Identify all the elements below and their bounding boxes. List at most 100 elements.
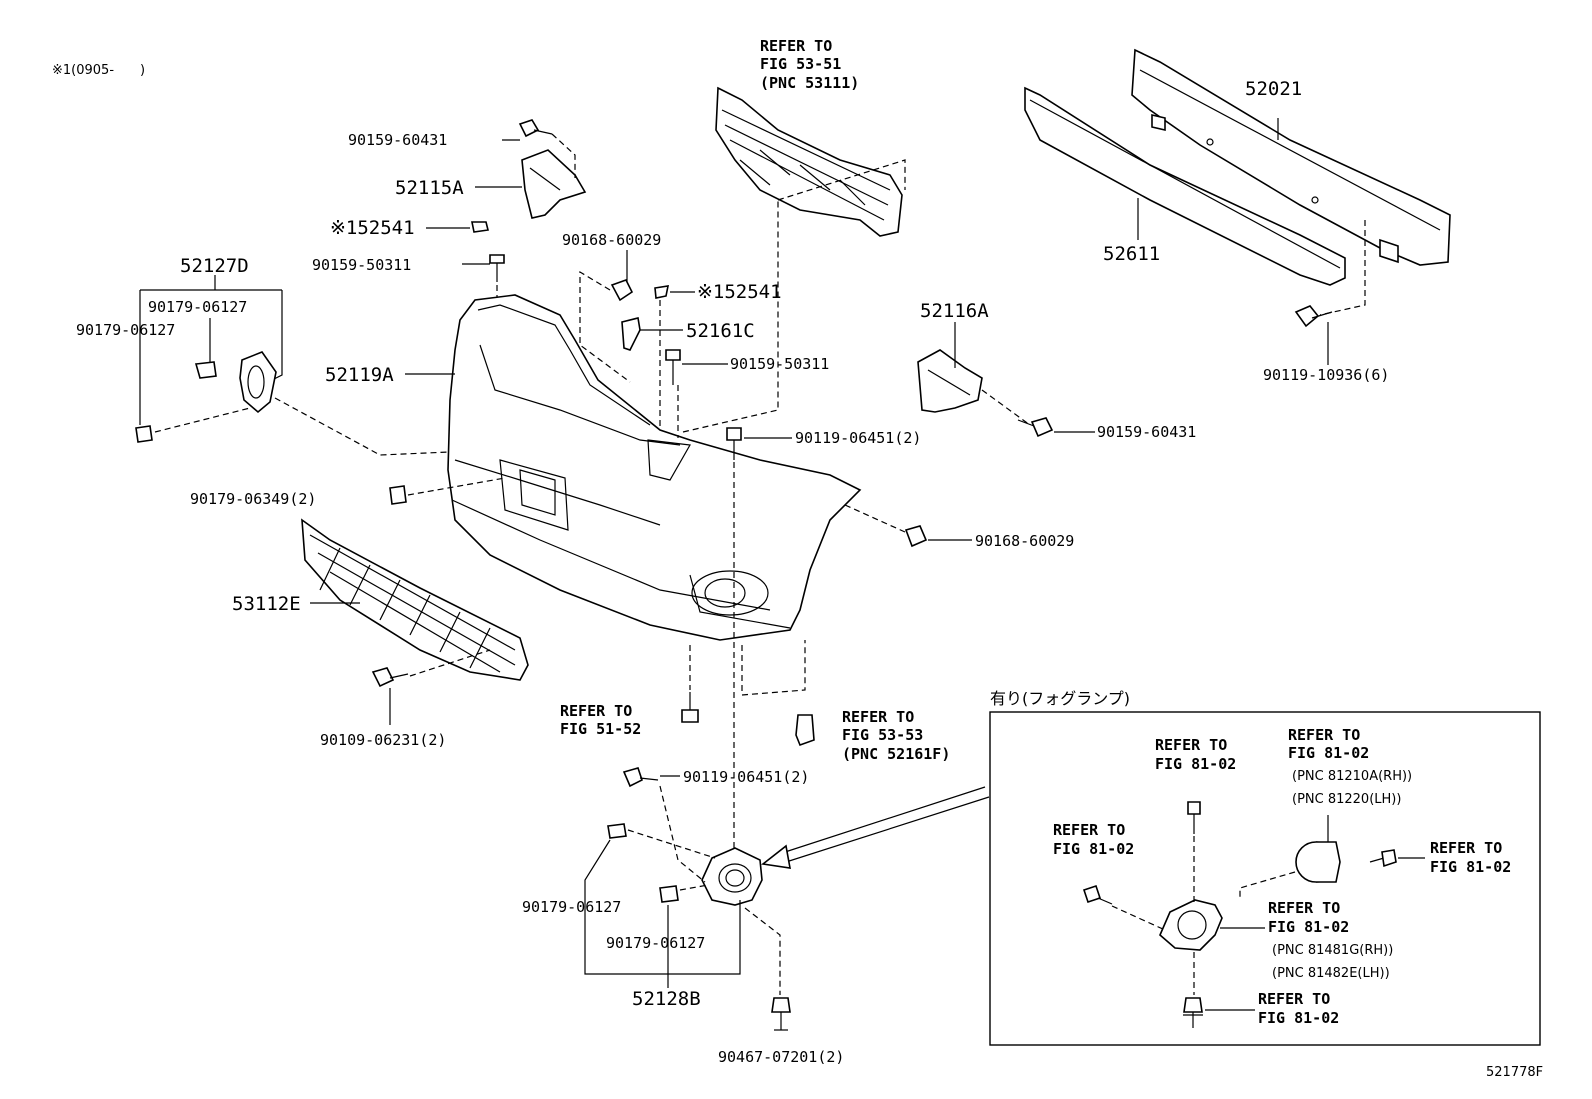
- label-90109-06231: 90109-06231(2): [320, 731, 446, 749]
- label-52119A: 52119A: [325, 364, 394, 386]
- bumper-cover-52119A-drawing: [447, 294, 862, 641]
- label-90179-06349: 90179-06349(2): [190, 490, 316, 508]
- svg-text:FIG 51-52: FIG 51-52: [560, 720, 641, 738]
- label-90119-10936: 90119-10936(6): [1263, 366, 1389, 384]
- pnc-lamp-rh: (PNC 81210A(RH)): [1292, 769, 1412, 784]
- refer-inset-bracket: REFER TO FIG 81-02 (PNC 81481G(RH)) (PNC…: [1268, 899, 1393, 981]
- dash-52127D-bumper: [274, 397, 451, 456]
- inset-title: 有り(フォグランプ): [990, 689, 1130, 708]
- svg-text:REFER TO: REFER TO: [1268, 899, 1340, 917]
- refer-inset-right: REFER TO FIG 81-02: [1430, 839, 1511, 876]
- inset-clip-bottom-drawing: [1183, 997, 1203, 1028]
- clip-90168-60029-top-drawing: [610, 279, 634, 302]
- pnc-bracket-lh: (PNC 81482E(LH)): [1272, 966, 1390, 981]
- inset-fog-lamp-drawing: [1295, 841, 1341, 883]
- inset-screw-top-drawing: [1187, 801, 1201, 834]
- svg-text:REFER TO: REFER TO: [1430, 839, 1502, 857]
- label-90179-06127-c: 90179-06127: [522, 898, 621, 916]
- clip-90179-06127-a-drawing: [194, 361, 217, 379]
- bracket-52127D-drawing: [239, 351, 277, 414]
- svg-text:REFER TO: REFER TO: [1258, 990, 1330, 1008]
- label-52541-right: ※152541: [697, 281, 782, 303]
- screw-fig51-52-drawing: [681, 692, 699, 723]
- reinforcement-52021-drawing: [1131, 48, 1451, 266]
- bolt-90119-06451-upper-drawing: [726, 427, 742, 460]
- upper-grille-drawing: [715, 86, 903, 237]
- clip-90467-07201-drawing: [771, 997, 791, 1031]
- svg-text:FIG 53-51: FIG 53-51: [760, 55, 841, 73]
- label-90119-06451-lower: 90119-06451(2): [683, 768, 809, 786]
- dash-90179-06349: [407, 477, 506, 496]
- dash-90168-right: [844, 504, 906, 533]
- label-52116A: 52116A: [920, 300, 989, 322]
- refer-fig53-53: REFER TO FIG 53-53 (PNC 52161F): [842, 708, 950, 763]
- bracket-52115A-drawing: [521, 149, 587, 219]
- bolt-90159-60431-right-drawing: [1017, 417, 1054, 438]
- label-90159-60431-top: 90159-60431: [348, 131, 447, 149]
- dash-clip-d: [679, 884, 709, 891]
- svg-text:REFER TO: REFER TO: [1053, 821, 1125, 839]
- dash-52116A: [981, 389, 1031, 426]
- dash-grille-to-bumper: [682, 200, 779, 433]
- label-90159-50311-mid: 90159-50311: [730, 355, 829, 373]
- clip-52161C-drawing: [621, 317, 641, 351]
- svg-text:REFER TO: REFER TO: [842, 708, 914, 726]
- label-90159-50311-left: 90159-50311: [312, 256, 411, 274]
- refer-inset-left: REFER TO FIG 81-02: [1053, 821, 1134, 858]
- clip-52541-left-drawing: [471, 221, 489, 233]
- svg-text:(PNC 53111): (PNC 53111): [760, 74, 859, 92]
- inset-screw-right-drawing: [1369, 849, 1397, 868]
- svg-text:REFER TO: REFER TO: [560, 702, 632, 720]
- bolt-90119-06451-lower-drawing: [622, 767, 659, 788]
- bolt-90159-60431-top-drawing: [518, 119, 553, 138]
- label-90467-07201: 90467-07201(2): [718, 1048, 844, 1066]
- refer-inset-lamp: REFER TO FIG 81-02 (PNC 81210A(RH)) (PNC…: [1288, 726, 1412, 807]
- svg-text:FIG 81-02: FIG 81-02: [1053, 840, 1134, 858]
- dash-53-53: [741, 640, 806, 696]
- svg-text:REFER TO: REFER TO: [1288, 726, 1360, 744]
- label-90159-60431-right: 90159-60431: [1097, 423, 1196, 441]
- dash-90168-top: [579, 270, 631, 383]
- svg-text:REFER TO: REFER TO: [1155, 736, 1227, 754]
- label-52127D: 52127D: [180, 255, 249, 277]
- dash-52115A: [551, 133, 576, 178]
- bolt-90109-06231-drawing: [371, 667, 409, 688]
- refer-fig51-52: REFER TO FIG 51-52: [560, 702, 641, 738]
- label-53112E: 53112E: [232, 593, 301, 615]
- label-52541-left: ※152541: [330, 217, 415, 239]
- inset-bracket-drawing: [1159, 899, 1223, 951]
- svg-text:FIG 81-02: FIG 81-02: [1288, 744, 1369, 762]
- clip-52541-right-drawing: [654, 285, 670, 299]
- clip-90179-06127-b-drawing: [135, 425, 153, 443]
- label-52161C: 52161C: [686, 320, 755, 342]
- label-90168-60029-right: 90168-60029: [975, 532, 1074, 550]
- lower-grille-53112E-drawing: [301, 518, 529, 681]
- screw-90159-50311-left-drawing: [489, 254, 505, 282]
- dash-bolt-lower: [659, 785, 706, 883]
- date-note: ※1(0905- ): [52, 63, 145, 78]
- label-52115A: 52115A: [395, 177, 464, 199]
- dash-clip-c: [627, 829, 716, 859]
- dash-52127D-clip: [154, 407, 251, 433]
- screw-90159-50311-mid-drawing: [665, 349, 681, 385]
- svg-text:FIG 81-02: FIG 81-02: [1258, 1009, 1339, 1027]
- label-90168-60029-top: 90168-60029: [562, 231, 661, 249]
- label-52021: 52021: [1245, 78, 1302, 100]
- clip-90168-60029-right-drawing: [904, 525, 928, 548]
- dash-90467: [744, 907, 781, 995]
- label-90179-06127-a: 90179-06127: [148, 298, 247, 316]
- dash-inset-screw-left: [1111, 905, 1166, 931]
- svg-text:(PNC 52161F): (PNC 52161F): [842, 745, 950, 763]
- label-90179-06127-d: 90179-06127: [606, 934, 705, 952]
- bolt-90119-10936-drawing: [1294, 305, 1333, 328]
- svg-text:FIG 81-02: FIG 81-02: [1155, 755, 1236, 773]
- svg-text:REFER TO: REFER TO: [760, 37, 832, 55]
- label-52128B: 52128B: [632, 988, 701, 1010]
- pnc-bracket-rh: (PNC 81481G(RH)): [1272, 943, 1393, 958]
- label-90179-06127-b: 90179-06127: [76, 321, 175, 339]
- lead-52128B-group: [584, 839, 741, 975]
- foglamp-bracket-52128B-drawing: [701, 847, 763, 906]
- svg-text:FIG 81-02: FIG 81-02: [1430, 858, 1511, 876]
- clip-90179-06127-d-drawing: [659, 885, 679, 903]
